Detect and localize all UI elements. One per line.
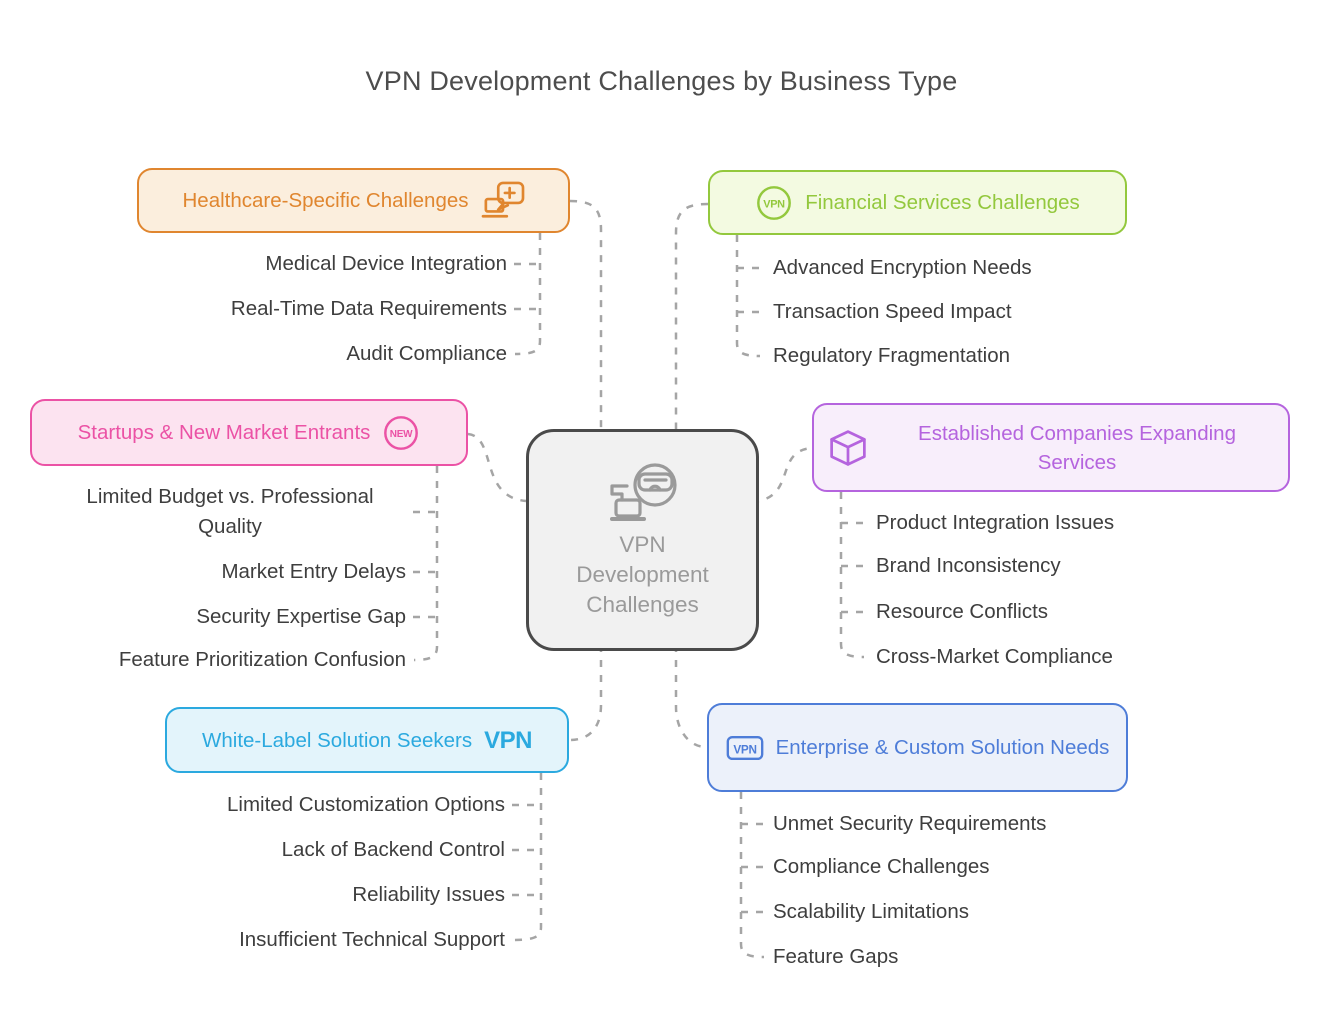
connector-healthcare-to-center xyxy=(569,199,603,429)
svg-text:NEW: NEW xyxy=(390,428,413,439)
item-startups-2: Security Expertise Gap xyxy=(196,605,406,628)
item-established-0: Product Integration Issues xyxy=(876,511,1115,534)
item-established-1: Brand Inconsistency xyxy=(876,554,1061,577)
new-circle-icon: NEW xyxy=(384,415,419,450)
item-healthcare-0: Medical Device Integration xyxy=(265,252,507,275)
connector-whitelabel-to-center xyxy=(569,645,603,742)
group-box-startups: Startups & New Market Entrants NEW xyxy=(30,399,468,466)
connector-financial-to-center xyxy=(674,202,709,429)
group-box-financial: VPN Financial Services Challenges xyxy=(708,170,1127,235)
rail-enterprise-items xyxy=(739,792,765,959)
connector-established-to-center xyxy=(751,446,813,504)
cube-icon xyxy=(830,429,866,466)
vpn-text-icon: VPN xyxy=(484,726,532,754)
group-title-enterprise: Enterprise & Custom Solution Needs xyxy=(775,736,1110,759)
group-title-whitelabel: White-Label Solution Seekers xyxy=(202,728,473,752)
center-label-line: VPN xyxy=(619,532,666,557)
item-whitelabel-3: Insufficient Technical Support xyxy=(239,928,505,951)
center-label-line: Challenges xyxy=(586,592,699,617)
item-enterprise-1: Compliance Challenges xyxy=(773,855,990,878)
item-enterprise-0: Unmet Security Requirements xyxy=(773,812,1047,835)
rail-startups-items xyxy=(413,466,439,662)
item-financial-0: Advanced Encryption Needs xyxy=(773,256,1032,279)
item-startups-3: Feature Prioritization Confusion xyxy=(118,648,406,671)
diagram-title: VPN Development Challenges by Business T… xyxy=(365,66,958,96)
group-box-established: Established Companies Expanding Services xyxy=(812,403,1290,492)
rail-financial-items xyxy=(735,235,761,358)
item-enterprise-3: Feature Gaps xyxy=(773,945,899,968)
group-box-healthcare: Healthcare-Specific Challenges xyxy=(137,168,570,233)
item-healthcare-1: Real-Time Data Requirements xyxy=(230,297,507,320)
rail-whitelabel-items xyxy=(512,773,543,942)
item-established-2: Resource Conflicts xyxy=(876,600,1049,623)
group-title-financial: Financial Services Challenges xyxy=(805,191,1080,214)
item-healthcare-2: Audit Compliance xyxy=(346,342,507,365)
item-startups-0: Limited Budget vs. Professional Quality xyxy=(86,485,374,538)
item-established-3: Cross-Market Compliance xyxy=(876,645,1113,668)
item-financial-2: Regulatory Fragmentation xyxy=(773,344,1011,367)
group-box-whitelabel: White-Label Solution Seekers VPN xyxy=(165,707,569,773)
vpn-circle-icon: VPN xyxy=(757,185,792,220)
group-title-startups: Startups & New Market Entrants xyxy=(77,421,371,444)
item-startups-1: Market Entry Delays xyxy=(221,560,406,583)
svg-text:VPN: VPN xyxy=(733,743,756,756)
svg-text:VPN: VPN xyxy=(763,198,785,210)
center-label-line: Development xyxy=(576,562,709,587)
connector-startups-to-center xyxy=(467,432,527,503)
telehealth-laptop-plus-icon xyxy=(481,181,524,218)
rail-healthcare-items xyxy=(514,233,542,356)
rail-established-items xyxy=(839,492,865,659)
item-whitelabel-2: Reliability Issues xyxy=(352,883,505,906)
item-whitelabel-1: Lack of Backend Control xyxy=(281,838,505,861)
vpn-badge-icon: VPN xyxy=(726,735,763,760)
center-node: VPN Development Challenges xyxy=(526,429,759,651)
item-enterprise-2: Scalability Limitations xyxy=(773,900,969,923)
group-title-healthcare: Healthcare-Specific Challenges xyxy=(182,189,469,212)
group-box-enterprise: VPN Enterprise & Custom Solution Needs xyxy=(707,703,1128,792)
item-financial-1: Transaction Speed Impact xyxy=(773,300,1012,323)
item-whitelabel-0: Limited Customization Options xyxy=(226,793,505,816)
center-node-label: VPN Development Challenges xyxy=(576,530,709,620)
connector-enterprise-to-center xyxy=(674,645,707,749)
group-title-established: Established Companies Expanding Services xyxy=(918,421,1236,474)
vpn-development-laptop-headset-icon xyxy=(609,463,677,521)
